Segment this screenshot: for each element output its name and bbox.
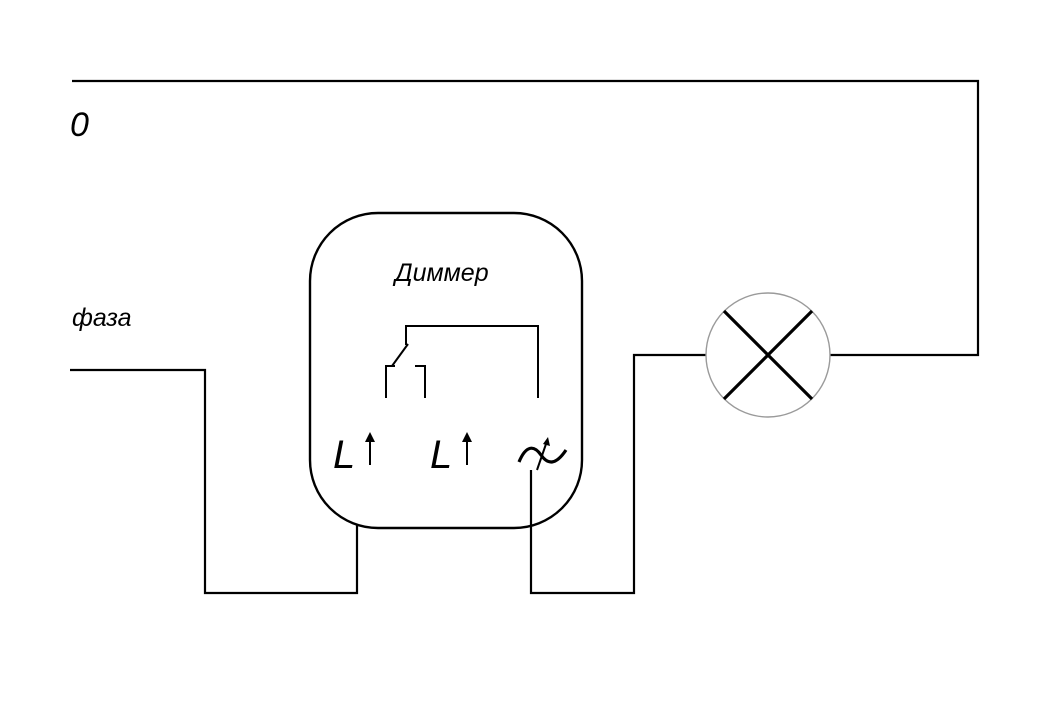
arrow-up-icon bbox=[462, 432, 472, 465]
load-wire bbox=[529, 353, 706, 595]
arrow-up-icon bbox=[365, 432, 375, 465]
dimmer-title: Диммер bbox=[392, 259, 489, 287]
lamp-icon bbox=[705, 292, 831, 418]
phase-label: фаза bbox=[72, 304, 132, 332]
terminal-l-2: L bbox=[430, 433, 452, 477]
terminal-l-1: L bbox=[333, 433, 355, 477]
neutral-wire bbox=[72, 79, 980, 357]
neutral-label: 0 bbox=[70, 106, 89, 144]
dimmer-body bbox=[308, 211, 584, 530]
ac-sine-icon bbox=[517, 437, 568, 471]
phase-wire bbox=[70, 368, 359, 595]
switch-icon bbox=[385, 325, 539, 398]
